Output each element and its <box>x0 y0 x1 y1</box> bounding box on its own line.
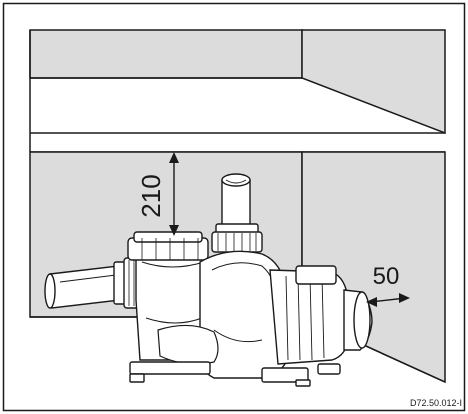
terminal-box <box>295 265 337 285</box>
upper-shelf-back-wall <box>29 29 303 79</box>
fan-cover <box>343 289 373 351</box>
pump <box>44 173 373 387</box>
reference-code: D72.50.012-I <box>410 398 462 408</box>
upper-shelf <box>29 29 446 135</box>
clearance-top-arrowhead-down <box>169 225 179 236</box>
inlet-pipe <box>44 265 121 309</box>
clearance-side-dimension: 50 <box>366 263 410 307</box>
motor <box>269 265 351 365</box>
clearance-side-arrowhead-left <box>366 297 377 307</box>
clearance-top-arrowhead-up <box>169 152 179 163</box>
pump-base <box>129 361 341 387</box>
pump-volute <box>157 250 291 379</box>
outlet-pipe <box>211 173 263 253</box>
clearance-side-value: 50 <box>373 263 400 290</box>
clearance-top-dimension: 210 <box>136 152 179 236</box>
clearance-top-value: 210 <box>136 174 166 217</box>
clearance-side-arrowhead-right <box>399 293 410 303</box>
